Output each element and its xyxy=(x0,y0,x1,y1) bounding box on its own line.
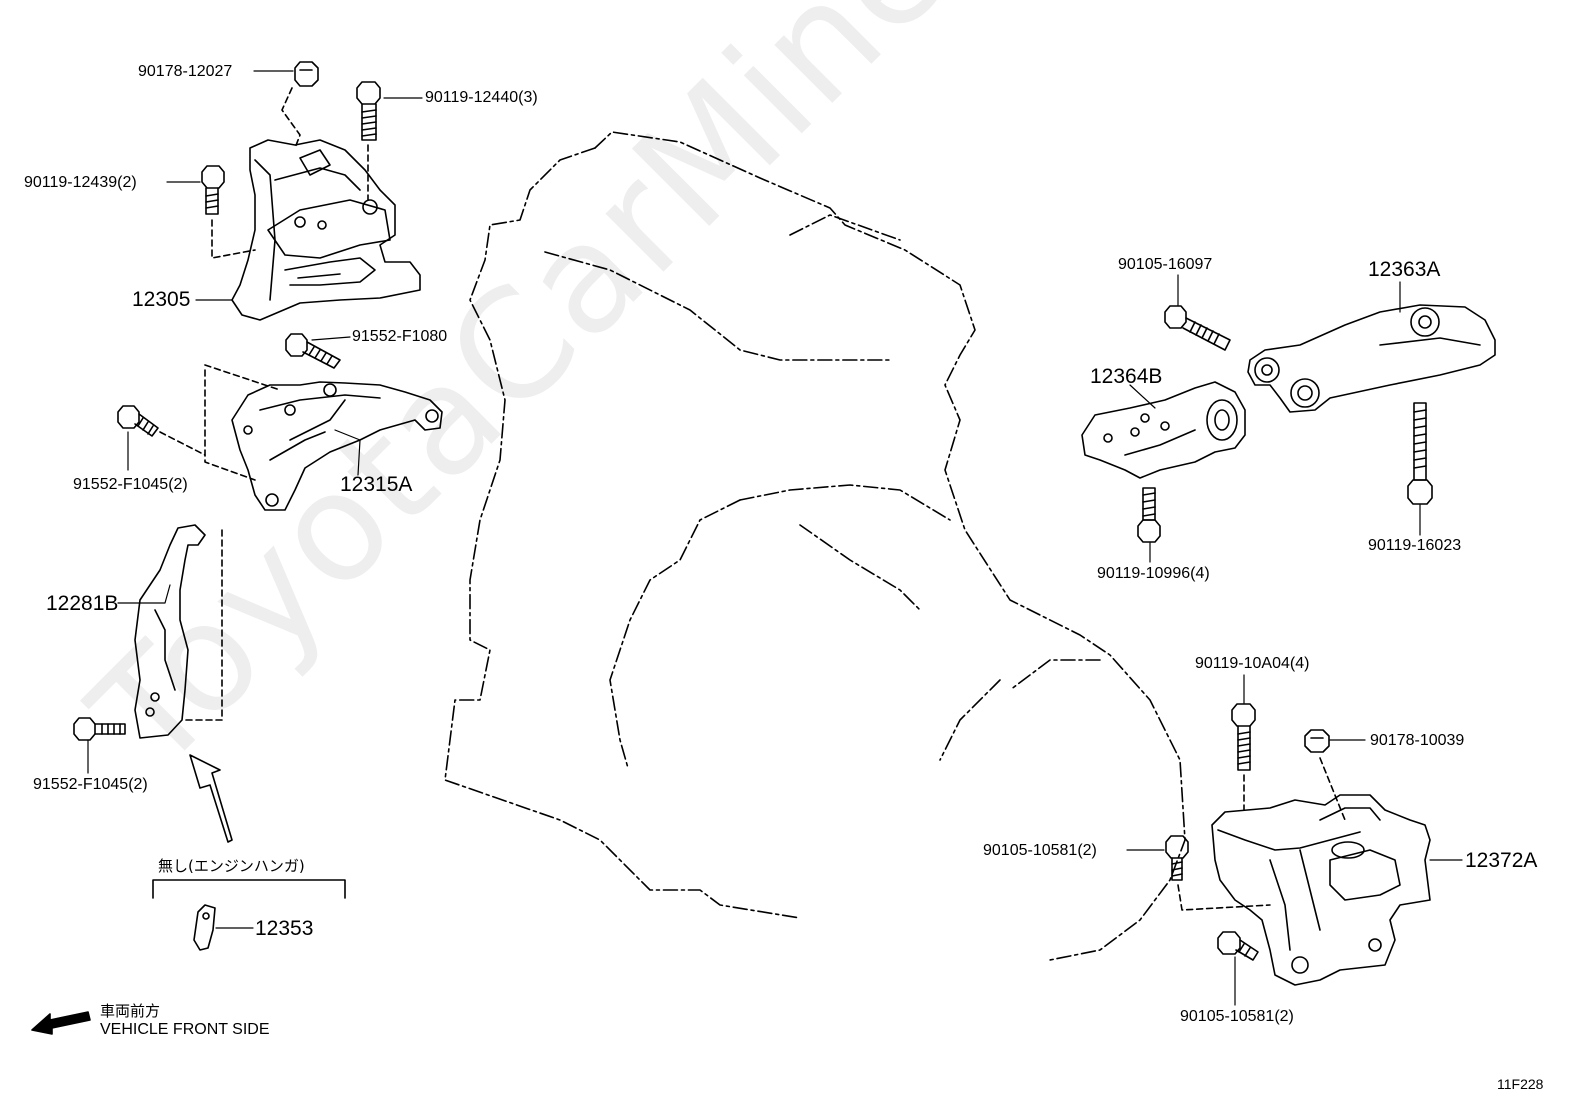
label-91552-F1080: 91552-F1080 xyxy=(352,328,448,345)
label-90105-10581-upper: 90105-10581(2) xyxy=(983,842,1097,859)
bolt-91552-F1045-lower xyxy=(73,717,126,741)
label-front-en: VEHICLE FRONT SIDE xyxy=(100,1021,270,1038)
bolt-90119-10996 xyxy=(1137,487,1161,543)
label-12372A: 12372A xyxy=(1465,849,1538,872)
label-90105-16097: 90105-16097 xyxy=(1118,256,1213,273)
label-12305: 12305 xyxy=(132,288,191,311)
hanger-12281B xyxy=(134,524,206,739)
label-91552-F1045-lower: 91552-F1045(2) xyxy=(33,776,148,793)
bracket-12315A xyxy=(231,381,443,511)
label-91552-F1045-upper: 91552-F1045(2) xyxy=(73,476,188,493)
label-90119-16023: 90119-16023 xyxy=(1368,537,1462,554)
mount-12372A xyxy=(1211,794,1431,986)
bolt-90105-10581-upper xyxy=(1165,835,1189,881)
label-90119-12440: 90119-12440(3) xyxy=(425,89,538,106)
label-12364B: 12364B xyxy=(1090,365,1163,388)
label-12315A: 12315A xyxy=(340,473,413,496)
label-12281B: 12281B xyxy=(46,592,119,615)
label-90119-10A04: 90119-10A04(4) xyxy=(1195,655,1310,672)
label-90178-10039: 90178-10039 xyxy=(1370,732,1465,749)
label-12363A: 12363A xyxy=(1368,258,1441,281)
view-arrow-icon xyxy=(189,754,233,843)
bolt-90119-10A04 xyxy=(1231,703,1256,771)
label-engine-hanger-note: 無し(エンジンハンガ) xyxy=(158,857,305,875)
bracket-12364B xyxy=(1081,381,1246,479)
bolt-90105-16097 xyxy=(1164,305,1231,351)
nut-90178-12027 xyxy=(294,61,319,87)
mount-12305 xyxy=(231,139,421,321)
label-90119-10996: 90119-10996(4) xyxy=(1097,565,1210,582)
label-90178-12027: 90178-12027 xyxy=(138,63,233,80)
bolt-90119-12439 xyxy=(201,165,225,215)
label-12353: 12353 xyxy=(255,917,314,940)
rod-12363A xyxy=(1247,304,1496,413)
bolt-91552-F1045-upper xyxy=(117,405,159,437)
sheet-id: 11F228 xyxy=(1497,1076,1544,1092)
clip-12353 xyxy=(193,904,216,951)
bolt-91552-F1080 xyxy=(285,333,341,369)
bolt-90105-10581-lower xyxy=(1217,931,1259,961)
label-90119-12439: 90119-12439(2) xyxy=(24,174,137,191)
bolt-90119-16023 xyxy=(1407,402,1433,505)
label-90105-10581-lower: 90105-10581(2) xyxy=(1180,1008,1294,1025)
label-front-jp: 車両前方 xyxy=(100,1002,161,1020)
bolt-90119-12440 xyxy=(356,81,381,141)
leader-lines xyxy=(87,70,1463,1006)
front-arrow-icon xyxy=(31,1011,91,1035)
nut-90178-10039 xyxy=(1304,729,1330,753)
engine-outline xyxy=(444,131,1186,961)
